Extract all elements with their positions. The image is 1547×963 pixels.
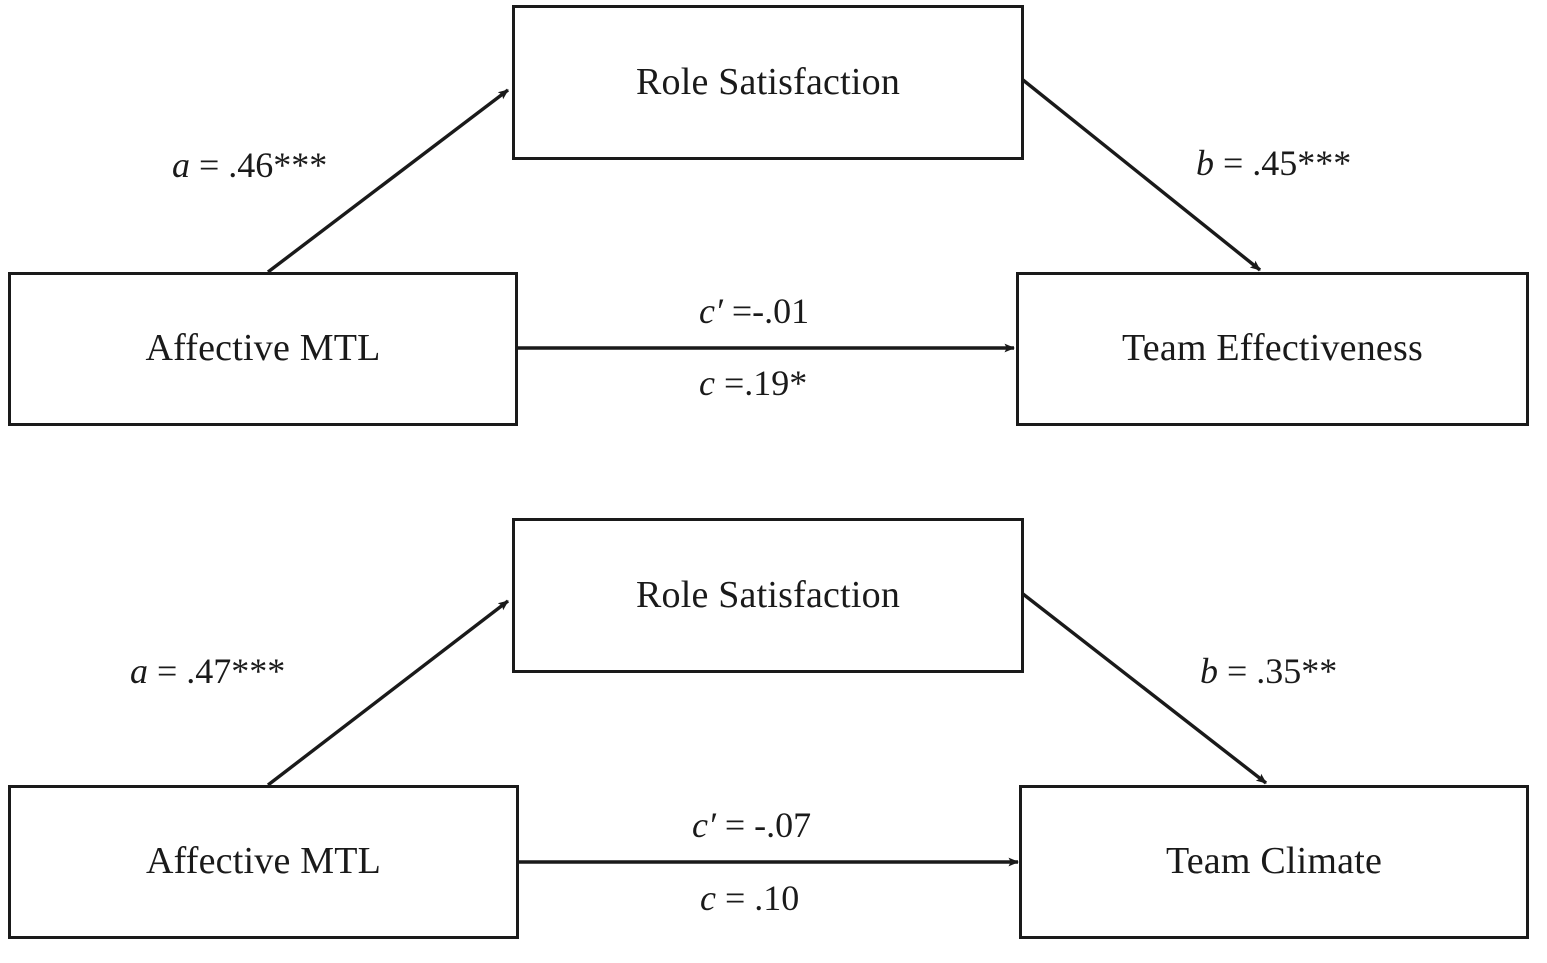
node-predictor-top: Affective MTL [8,272,518,426]
node-outcome-top: Team Effectiveness [1016,272,1529,426]
node-predictor-bottom: Affective MTL [8,785,519,939]
path-c-prime-label-top: c′ =-.01 [699,291,810,331]
node-predictor-bottom-label: Affective MTL [145,840,382,883]
path-b-label-bottom: b = .35** [1200,651,1338,691]
path-b-label-top: b = .45*** [1196,143,1352,183]
node-mediator-bottom-label: Role Satisfaction [635,573,901,616]
node-outcome-top-label: Team Effectiveness [1122,327,1423,370]
node-outcome-bottom: Team Climate [1019,785,1529,939]
path-b-arrow-bottom [1021,592,1268,785]
path-a-label-bottom: a = .47*** [130,651,286,691]
path-c-prime-label-bottom: c′ = -.07 [692,805,812,845]
path-c-label-top: c =.19* [699,363,808,403]
path-a-arrow-bottom [266,599,510,787]
path-a-arrow-top [266,88,510,274]
path-a-label-top: a = .46*** [172,145,328,185]
node-mediator-top: Role Satisfaction [512,5,1024,160]
path-b-arrow-top [1021,78,1262,272]
node-mediator-bottom: Role Satisfaction [512,518,1024,673]
path-c-label-bottom: c = .10 [700,878,800,918]
node-predictor-top-label: Affective MTL [145,327,381,370]
node-outcome-bottom-label: Team Climate [1165,840,1383,883]
node-mediator-top-label: Role Satisfaction [635,60,901,103]
